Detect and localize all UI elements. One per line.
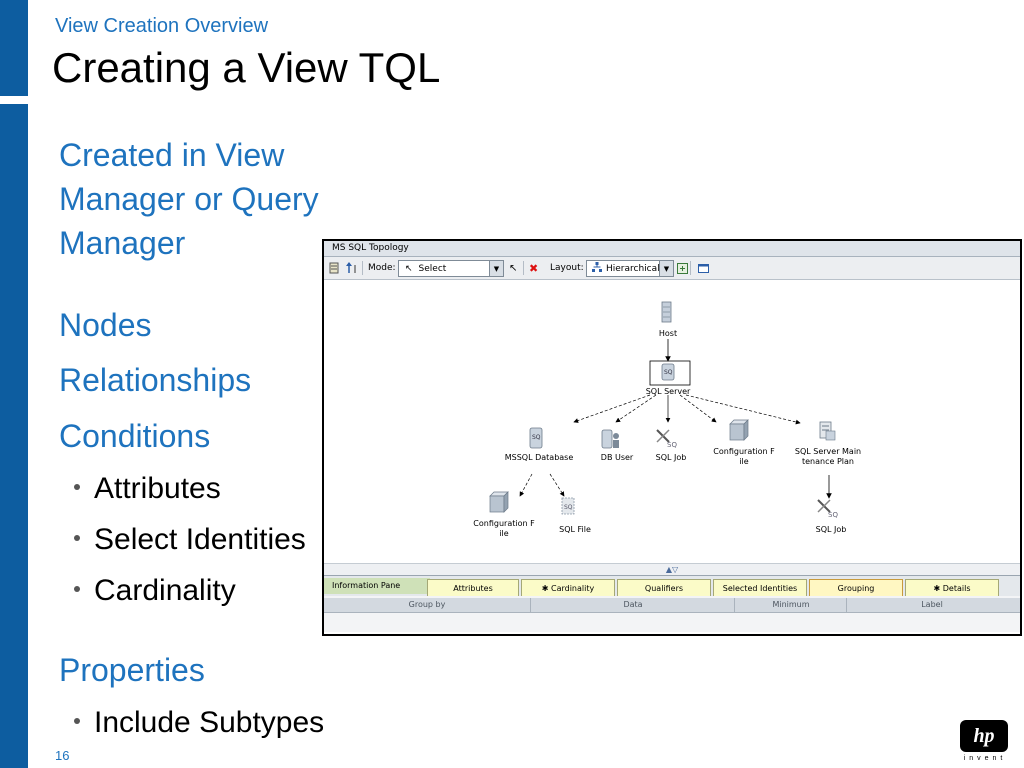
topology-canvas[interactable]: SQ SQ SQ: [324, 280, 1020, 563]
chevron-down-icon: ▼: [489, 261, 503, 276]
tab-grouping[interactable]: Grouping: [809, 579, 903, 596]
accent-bar-notch: [0, 96, 28, 104]
tab-details[interactable]: ✱ Details: [905, 579, 999, 596]
column-label[interactable]: Label: [846, 598, 1017, 612]
slide-title: Creating a View TQL: [52, 44, 441, 91]
tab-qualifiers[interactable]: Qualifiers: [617, 579, 711, 596]
slide-subtitle: View Creation Overview: [55, 15, 269, 37]
hp-logo-tagline: invent: [963, 755, 1007, 762]
sql-job-icon: SQ: [656, 429, 677, 449]
svg-text:SQ: SQ: [532, 434, 541, 441]
pane-splitter[interactable]: ▲▽: [324, 563, 1020, 576]
database-icon: SQ: [661, 363, 675, 381]
maintenance-plan-icon: [819, 421, 836, 441]
window-title: MS SQL Topology: [324, 241, 1020, 257]
bullet-label: Attributes: [94, 472, 221, 505]
bullet-include-subtypes: Include Subtypes: [74, 706, 324, 740]
save-icon[interactable]: [329, 261, 339, 275]
info-pane-label: Information Pane: [324, 578, 430, 594]
node-sql-job-label: SQL Job: [655, 453, 687, 462]
heading-nodes: Nodes: [59, 307, 152, 343]
delete-icon[interactable]: ✖: [529, 261, 539, 275]
pointer-icon: ↖: [405, 263, 413, 274]
hierarchy-icon: [592, 262, 602, 275]
bullet-dot: [74, 586, 80, 593]
bullet-label: Select Identities: [94, 523, 306, 556]
mode-value: Select: [418, 263, 447, 274]
bullet-dot: [74, 535, 80, 542]
bullet-label: Cardinality: [94, 574, 236, 607]
svg-text:SQ: SQ: [828, 511, 838, 519]
node-sql-server-label: SQL Server: [645, 387, 691, 396]
layout-value: Hierarchical: [606, 263, 660, 274]
svg-text:SQ: SQ: [564, 504, 573, 511]
heading-relationships: Relationships: [59, 362, 252, 398]
info-pane-tabs: Information Pane Attributes ✱ Cardinalit…: [324, 575, 1020, 596]
cube-icon: [489, 491, 509, 513]
page-number: 16: [55, 748, 70, 763]
window-icon[interactable]: [698, 261, 709, 275]
hp-logo: hp invent: [960, 720, 1010, 762]
heading-properties: Properties: [59, 652, 205, 688]
toolbar: Mode: ↖ Select ▼ ↖ ✖ Layout: Hierarchica…: [324, 257, 1020, 280]
bullet-select-identities: Select Identities: [74, 523, 306, 557]
tab-selected-identities[interactable]: Selected Identities: [713, 579, 807, 596]
pointer-tool-icon[interactable]: ↖: [509, 262, 518, 274]
intro-line-2: Manager or Query: [59, 181, 319, 217]
user-icon: [601, 429, 619, 449]
node-host-label: Host: [658, 329, 678, 338]
bullet-label: Include Subtypes: [94, 706, 325, 739]
intro-line-1: Created in View: [59, 137, 285, 173]
database-icon: SQ: [529, 427, 543, 449]
sql-file-icon: SQ: [561, 497, 575, 515]
heading-conditions: Conditions: [59, 418, 211, 454]
sql-job-icon: SQ: [817, 499, 838, 519]
topology-graph: SQ SQ SQ: [489, 301, 838, 519]
mode-label: Mode:: [368, 263, 396, 273]
table-header: Group by Data Minimum Label: [324, 598, 1020, 613]
grouping-table: Group by Data Minimum Label: [324, 596, 1020, 632]
apply-layout-icon[interactable]: [677, 261, 688, 275]
cube-icon: [729, 419, 749, 441]
intro-line-3: Manager: [59, 225, 186, 261]
column-minimum[interactable]: Minimum: [734, 598, 847, 612]
tab-attributes[interactable]: Attributes: [427, 579, 519, 596]
layout-select[interactable]: Hierarchical ▼: [586, 260, 674, 277]
server-icon: [661, 301, 672, 323]
column-data[interactable]: Data: [530, 598, 735, 612]
node-db-user-label: DB User: [600, 453, 634, 462]
tab-cardinality[interactable]: ✱ Cardinality: [521, 579, 615, 596]
column-group-by[interactable]: Group by: [408, 600, 446, 609]
bullet-attributes: Attributes: [74, 472, 221, 506]
bullet-dot: [74, 718, 80, 725]
layout-label: Layout:: [550, 263, 584, 273]
topology-window: MS SQL Topology Mode: ↖ Select ▼ ↖ ✖ Lay…: [322, 239, 1022, 636]
chevron-down-icon: ▼: [659, 261, 673, 276]
svg-text:SQ: SQ: [667, 441, 677, 449]
hp-logo-badge: hp: [960, 720, 1008, 752]
left-accent-bar: [0, 0, 28, 768]
node-sql-file-label: SQL File: [559, 525, 591, 534]
svg-text:SQ: SQ: [664, 369, 673, 376]
node-mssql-database-label: MSSQL Database: [504, 453, 574, 462]
sort-icon[interactable]: [346, 261, 358, 275]
bullet-cardinality: Cardinality: [74, 574, 236, 608]
node-sql-job-2-label: SQL Job: [815, 525, 847, 534]
bullet-dot: [74, 484, 80, 491]
mode-select[interactable]: ↖ Select ▼: [398, 260, 504, 277]
